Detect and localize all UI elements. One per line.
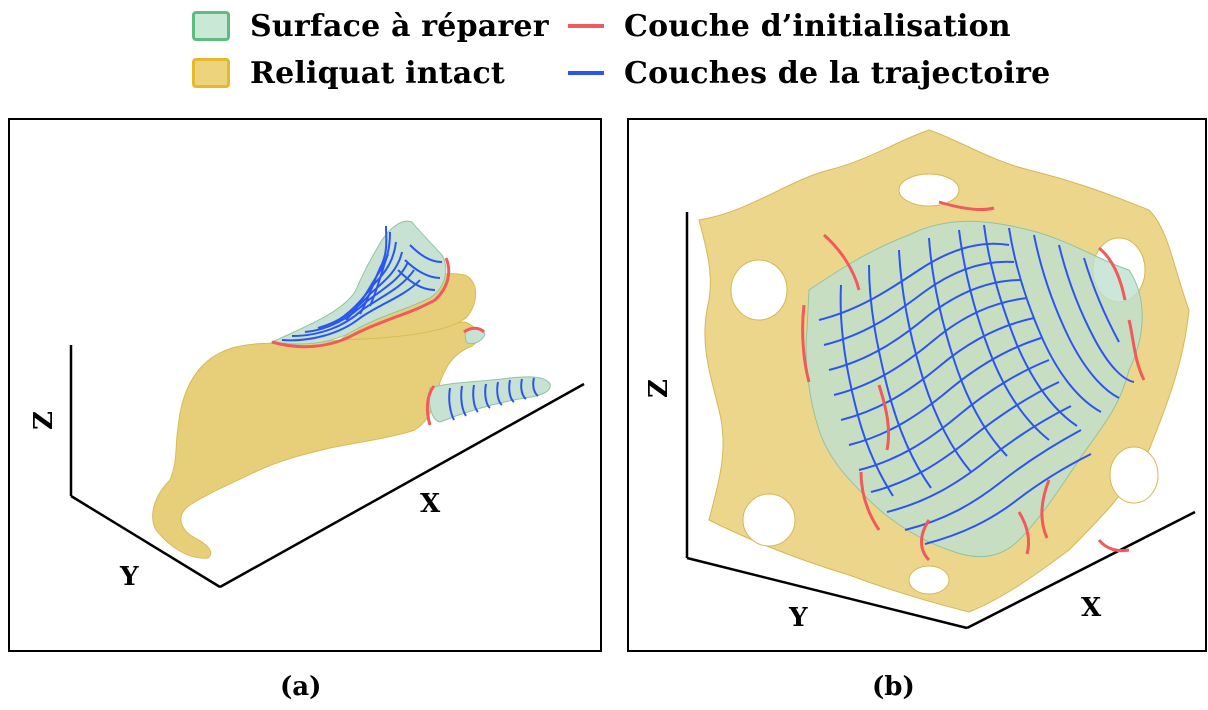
axis-x-label-b: X	[1081, 593, 1102, 623]
init-layer-line-swatch	[568, 24, 604, 28]
axis-x-label: X	[420, 489, 441, 519]
axis-y-line	[70, 494, 221, 589]
panel-b-axes	[685, 212, 1196, 630]
axis-x-line	[219, 382, 585, 589]
panel-b: Z Y X	[627, 118, 1207, 652]
axis-z-label-b: Z	[644, 379, 674, 398]
intact-remainder-swatch	[192, 58, 230, 88]
legend-label-init-layer: Couche d’initialisation	[624, 8, 1011, 44]
legend-item-repair-surface: Surface à réparer	[192, 6, 549, 46]
cat-trajectory-layers	[281, 225, 539, 421]
trajectory-layers-line-swatch	[568, 71, 604, 75]
panel-b-figure: Z Y X	[644, 129, 1196, 633]
panel-a-axes	[69, 345, 585, 589]
cat-init-layer	[271, 257, 486, 426]
axis-z-label: Z	[29, 411, 59, 430]
cat-body-intact	[152, 321, 479, 559]
caption-a: (a)	[280, 672, 322, 702]
legend-label-repair-surface: Surface à réparer	[250, 8, 549, 44]
axis-y-label-b: Y	[788, 603, 808, 633]
cat-head-repair-surface	[270, 220, 447, 345]
legend: Surface à réparer Reliquat intact Couche…	[0, 0, 1208, 100]
lattice-trajectory-layers	[818, 224, 1135, 545]
lattice-init-layer	[801, 200, 1146, 562]
repair-surface-swatch	[192, 11, 230, 41]
legend-label-intact-remainder: Reliquat intact	[250, 55, 505, 91]
axis-y-line-b	[686, 556, 968, 630]
caption-b: (b)	[872, 672, 915, 702]
legend-item-intact-remainder: Reliquat intact	[192, 53, 505, 93]
panel-a: Z Y X	[8, 118, 602, 652]
legend-item-init-layer: Couche d’initialisation	[568, 6, 1011, 46]
panel-a-figure: Z Y X	[29, 220, 585, 592]
axis-y-label: Y	[119, 562, 139, 592]
legend-label-trajectory-layers: Couches de la trajectoire	[624, 55, 1051, 91]
cat-tail-repair-surface	[428, 376, 551, 423]
legend-item-trajectory-layers: Couches de la trajectoire	[568, 53, 1050, 93]
axis-x-line-b	[966, 510, 1196, 630]
